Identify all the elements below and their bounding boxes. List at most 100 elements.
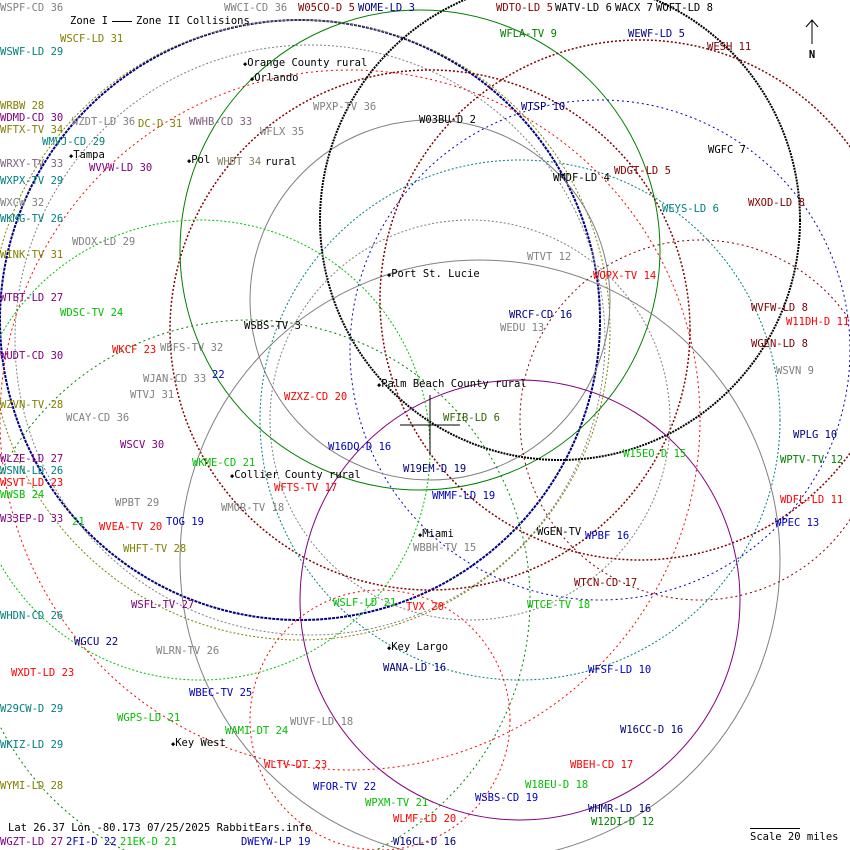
station-label: WHDN-CD 26 <box>0 610 64 622</box>
station-label: WGEN-LD 8 <box>751 338 808 350</box>
legend-zone2-line <box>112 21 132 22</box>
station-label: WRCF-CD 16 <box>509 309 573 321</box>
station-label: WTBT-LD 27 <box>0 292 64 304</box>
station-label: W05CO-D 5 <box>298 2 355 14</box>
coverage-arc <box>249 589 511 850</box>
coverage-arc <box>349 99 850 601</box>
city-name: Orange County rural <box>247 57 368 69</box>
station-label: WSVN 9 <box>776 365 814 377</box>
station-label: 21EK-D 21 <box>120 836 177 848</box>
scale-label: Scale 20 miles <box>750 831 839 843</box>
station-label: WACX 7 <box>615 2 653 14</box>
coverage-arc <box>14 44 606 636</box>
station-label: W29CW-D 29 <box>0 703 64 715</box>
north-label: N <box>808 49 816 61</box>
north-arrow-icon <box>805 19 819 44</box>
station-label: WWSB 24 <box>0 489 45 501</box>
city-label: ◆Collier County rural <box>230 469 361 482</box>
station-label: WZVN-TV 28 <box>0 399 64 411</box>
coverage-arc <box>519 239 850 601</box>
station-label: WWCI-CD 36 <box>224 2 288 14</box>
station-label: TVX 20 <box>406 601 444 613</box>
city-name: Collier County rural <box>234 469 361 481</box>
station-label: WVVW-LD 30 <box>89 162 153 174</box>
station-label: WSCV 30 <box>120 439 165 451</box>
coverage-arc <box>0 19 611 641</box>
station-label: WEWF-LD 5 <box>628 28 685 40</box>
city-name: Orlando <box>254 72 299 84</box>
north-indicator: N <box>800 18 824 61</box>
city-name: Port St. Lucie <box>391 268 480 280</box>
coverage-arc <box>249 119 611 481</box>
station-label: WXDT-LD 23 <box>11 667 75 679</box>
station-label: WZXZ-CD 20 <box>284 391 348 403</box>
station-label: WTCE-TV 18 <box>527 599 591 611</box>
station-label: WSPF-CD 36 <box>0 2 64 14</box>
station-label: W16DQ-D 16 <box>328 441 392 453</box>
station-label: WFIB-LD 6 <box>443 412 500 424</box>
city-name: Key West <box>175 737 226 749</box>
station-label: WPLG 10 <box>793 429 838 441</box>
city-marker-icon: ◆ <box>387 644 392 652</box>
station-label: WAMI-DT 24 <box>225 725 289 737</box>
station-label: WFOR-TV 22 <box>313 781 377 793</box>
coverage-arc <box>379 39 850 561</box>
station-label: WHDT 34 <box>217 156 262 168</box>
station-label: WOPX-TV 14 <box>593 270 657 282</box>
station-label: W03BU-D 2 <box>419 114 476 126</box>
coverage-arc <box>179 9 661 491</box>
city-label: ◆Tampa <box>69 149 105 162</box>
legend-zone2: Zone II Collisions <box>136 15 250 27</box>
station-label: WVFW-LD 8 <box>751 302 808 314</box>
station-label: WGZT-LD 27 <box>0 836 64 848</box>
station-label: WSWF-LD 29 <box>0 46 64 58</box>
station-label: WTCN-CD 17 <box>574 577 638 589</box>
coverage-arc <box>169 69 691 591</box>
city-label: rural <box>265 156 297 169</box>
station-label: WSBS-CD 19 <box>475 792 539 804</box>
station-label: W11DH-D 11 <box>786 316 850 328</box>
station-label: WGPS-LD 21 <box>117 712 181 724</box>
city-name: Tampa <box>73 149 105 161</box>
station-label: WEYS-LD 6 <box>662 203 719 215</box>
station-label: WKIZ-LD 29 <box>0 739 64 751</box>
station-label: WFLA-TV 9 <box>500 28 557 40</box>
station-label: WOFT-LD 8 <box>656 2 713 14</box>
station-label: WMVJ-CD 29 <box>42 136 106 148</box>
station-label: WMDF-LD 4 <box>553 172 610 184</box>
legend-zone1: Zone I <box>70 15 108 27</box>
station-label: WKCF 23 <box>112 344 157 356</box>
city-marker-icon: ◆ <box>250 75 255 83</box>
station-label: WXPX-TV 29 <box>0 175 64 187</box>
city-name: Palm Beach County rural <box>381 378 527 390</box>
city-label: ◆Key Largo <box>387 641 448 654</box>
station-label: W12DI-D 12 <box>591 816 655 828</box>
station-label: WFTX-TV 34 <box>0 124 64 136</box>
station-label: WGCU 22 <box>74 636 119 648</box>
city-label: ◆Port St. Lucie <box>387 268 480 281</box>
station-label: W16CC-D 16 <box>620 724 684 736</box>
station-label: WMOR-TV 18 <box>221 502 285 514</box>
coverage-arc <box>319 0 801 461</box>
station-label: WFTS-TV 17 <box>274 482 338 494</box>
station-label: DWEYW-LP 19 <box>241 836 311 848</box>
station-label: WSVT-LD 23 <box>0 477 64 489</box>
station-label: WESH 11 <box>707 41 752 53</box>
station-label: W33EP-D 33 <box>0 513 64 525</box>
scale-bar <box>750 828 800 829</box>
station-label: WDGT-LD 5 <box>614 165 671 177</box>
station-label: WRXY-TV 33 <box>0 158 64 170</box>
station-label: WLTV-DT 23 <box>264 759 328 771</box>
city-marker-icon: ◆ <box>377 381 382 389</box>
station-label: 2FI-D 22 <box>66 836 117 848</box>
station-label: W19EM-D 19 <box>403 463 467 475</box>
station-label: DC-D 31 <box>138 118 183 130</box>
station-label: WZDT-LD 36 <box>72 116 136 128</box>
city-name: rural <box>265 156 297 168</box>
station-label: WDMD-CD 30 <box>0 112 64 124</box>
station-label: WLRN-TV 26 <box>156 645 220 657</box>
station-label: WXCW 32 <box>0 197 45 209</box>
city-name: Key Largo <box>391 641 449 653</box>
